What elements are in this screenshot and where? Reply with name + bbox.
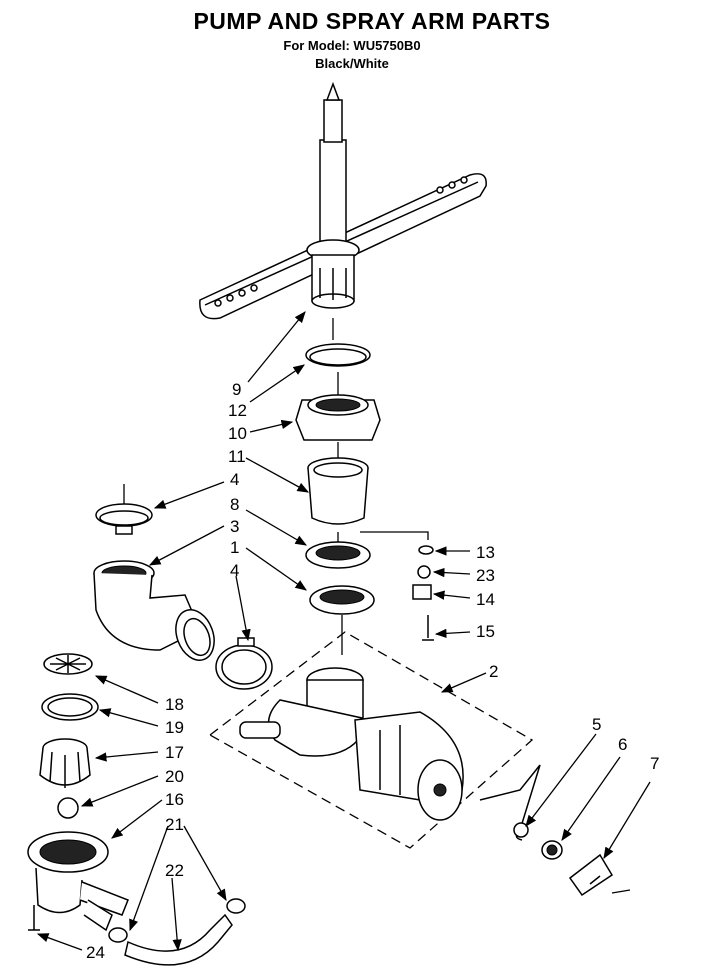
gasket-part-8[interactable]: [305, 541, 371, 569]
spray-arm-nut-part-10[interactable]: [295, 394, 381, 441]
callout-20: 20: [165, 767, 184, 786]
clip-part-5[interactable]: [479, 764, 541, 841]
lower-spray-arm[interactable]: [199, 81, 487, 320]
callout-4-upper: 4: [230, 470, 239, 489]
callout-16: 16: [165, 790, 184, 809]
snap-ring-part-12[interactable]: [305, 343, 371, 367]
screw-part-24[interactable]: [28, 905, 40, 931]
callout-labels: 9 12 10 11 4 8 3 1 4 13 23 14 15 2 5 6 7…: [86, 380, 659, 962]
callout-9: 9: [232, 380, 241, 399]
callout-23: 23: [476, 566, 495, 585]
callout-24: 24: [86, 943, 105, 962]
bracket-part-14[interactable]: [412, 584, 432, 600]
callout-17: 17: [165, 743, 184, 762]
cap-part-17[interactable]: [39, 738, 91, 788]
housing-part-16[interactable]: [27, 831, 129, 932]
callout-21: 21: [165, 815, 184, 834]
hose-clamp-part-4-upper[interactable]: [95, 484, 153, 535]
grate-part-18[interactable]: [43, 653, 93, 675]
callout-13: 13: [476, 543, 495, 562]
callout-18: 18: [165, 695, 184, 714]
callout-4-lower: 4: [230, 561, 239, 580]
callout-2: 2: [489, 662, 498, 681]
screw-part-15[interactable]: [422, 615, 434, 641]
gasket-part-19[interactable]: [41, 693, 99, 721]
callout-11: 11: [228, 447, 246, 466]
callout-12: 12: [228, 401, 247, 420]
pump-motor-outline: [208, 631, 534, 849]
callout-7: 7: [650, 754, 659, 773]
grommet-part-6[interactable]: [541, 840, 563, 860]
callout-3: 3: [230, 517, 239, 536]
pad-part-7[interactable]: [568, 853, 614, 897]
nut-part-13[interactable]: [418, 545, 434, 555]
callout-8: 8: [230, 495, 239, 514]
hose-part-3[interactable]: [93, 560, 221, 666]
drain-hose-part-22[interactable]: [124, 913, 233, 966]
color-line: Black/White: [315, 56, 389, 71]
seal-part-1[interactable]: [309, 585, 375, 615]
washer-part-23[interactable]: [417, 565, 431, 579]
callout-1: 1: [230, 538, 239, 557]
hose-clamp-part-4-lower[interactable]: [215, 637, 273, 690]
callout-14: 14: [476, 590, 495, 609]
callout-5: 5: [592, 715, 601, 734]
callout-10: 10: [228, 424, 247, 443]
callout-15: 15: [476, 622, 495, 641]
callout-19: 19: [165, 718, 184, 737]
diagram-title: PUMP AND SPRAY ARM PARTS: [193, 8, 551, 34]
leader-lines: [36, 311, 651, 952]
model-line: For Model: WU5750B0: [283, 38, 421, 53]
ball-part-20[interactable]: [57, 797, 79, 819]
filter-cup-part-11[interactable]: [307, 457, 369, 525]
callout-22: 22: [165, 861, 184, 880]
clamp-part-21-right[interactable]: [226, 898, 246, 914]
callout-6: 6: [618, 735, 627, 754]
pump-motor-assembly-part-2[interactable]: [239, 667, 464, 821]
clamp-part-21-left[interactable]: [108, 927, 128, 943]
